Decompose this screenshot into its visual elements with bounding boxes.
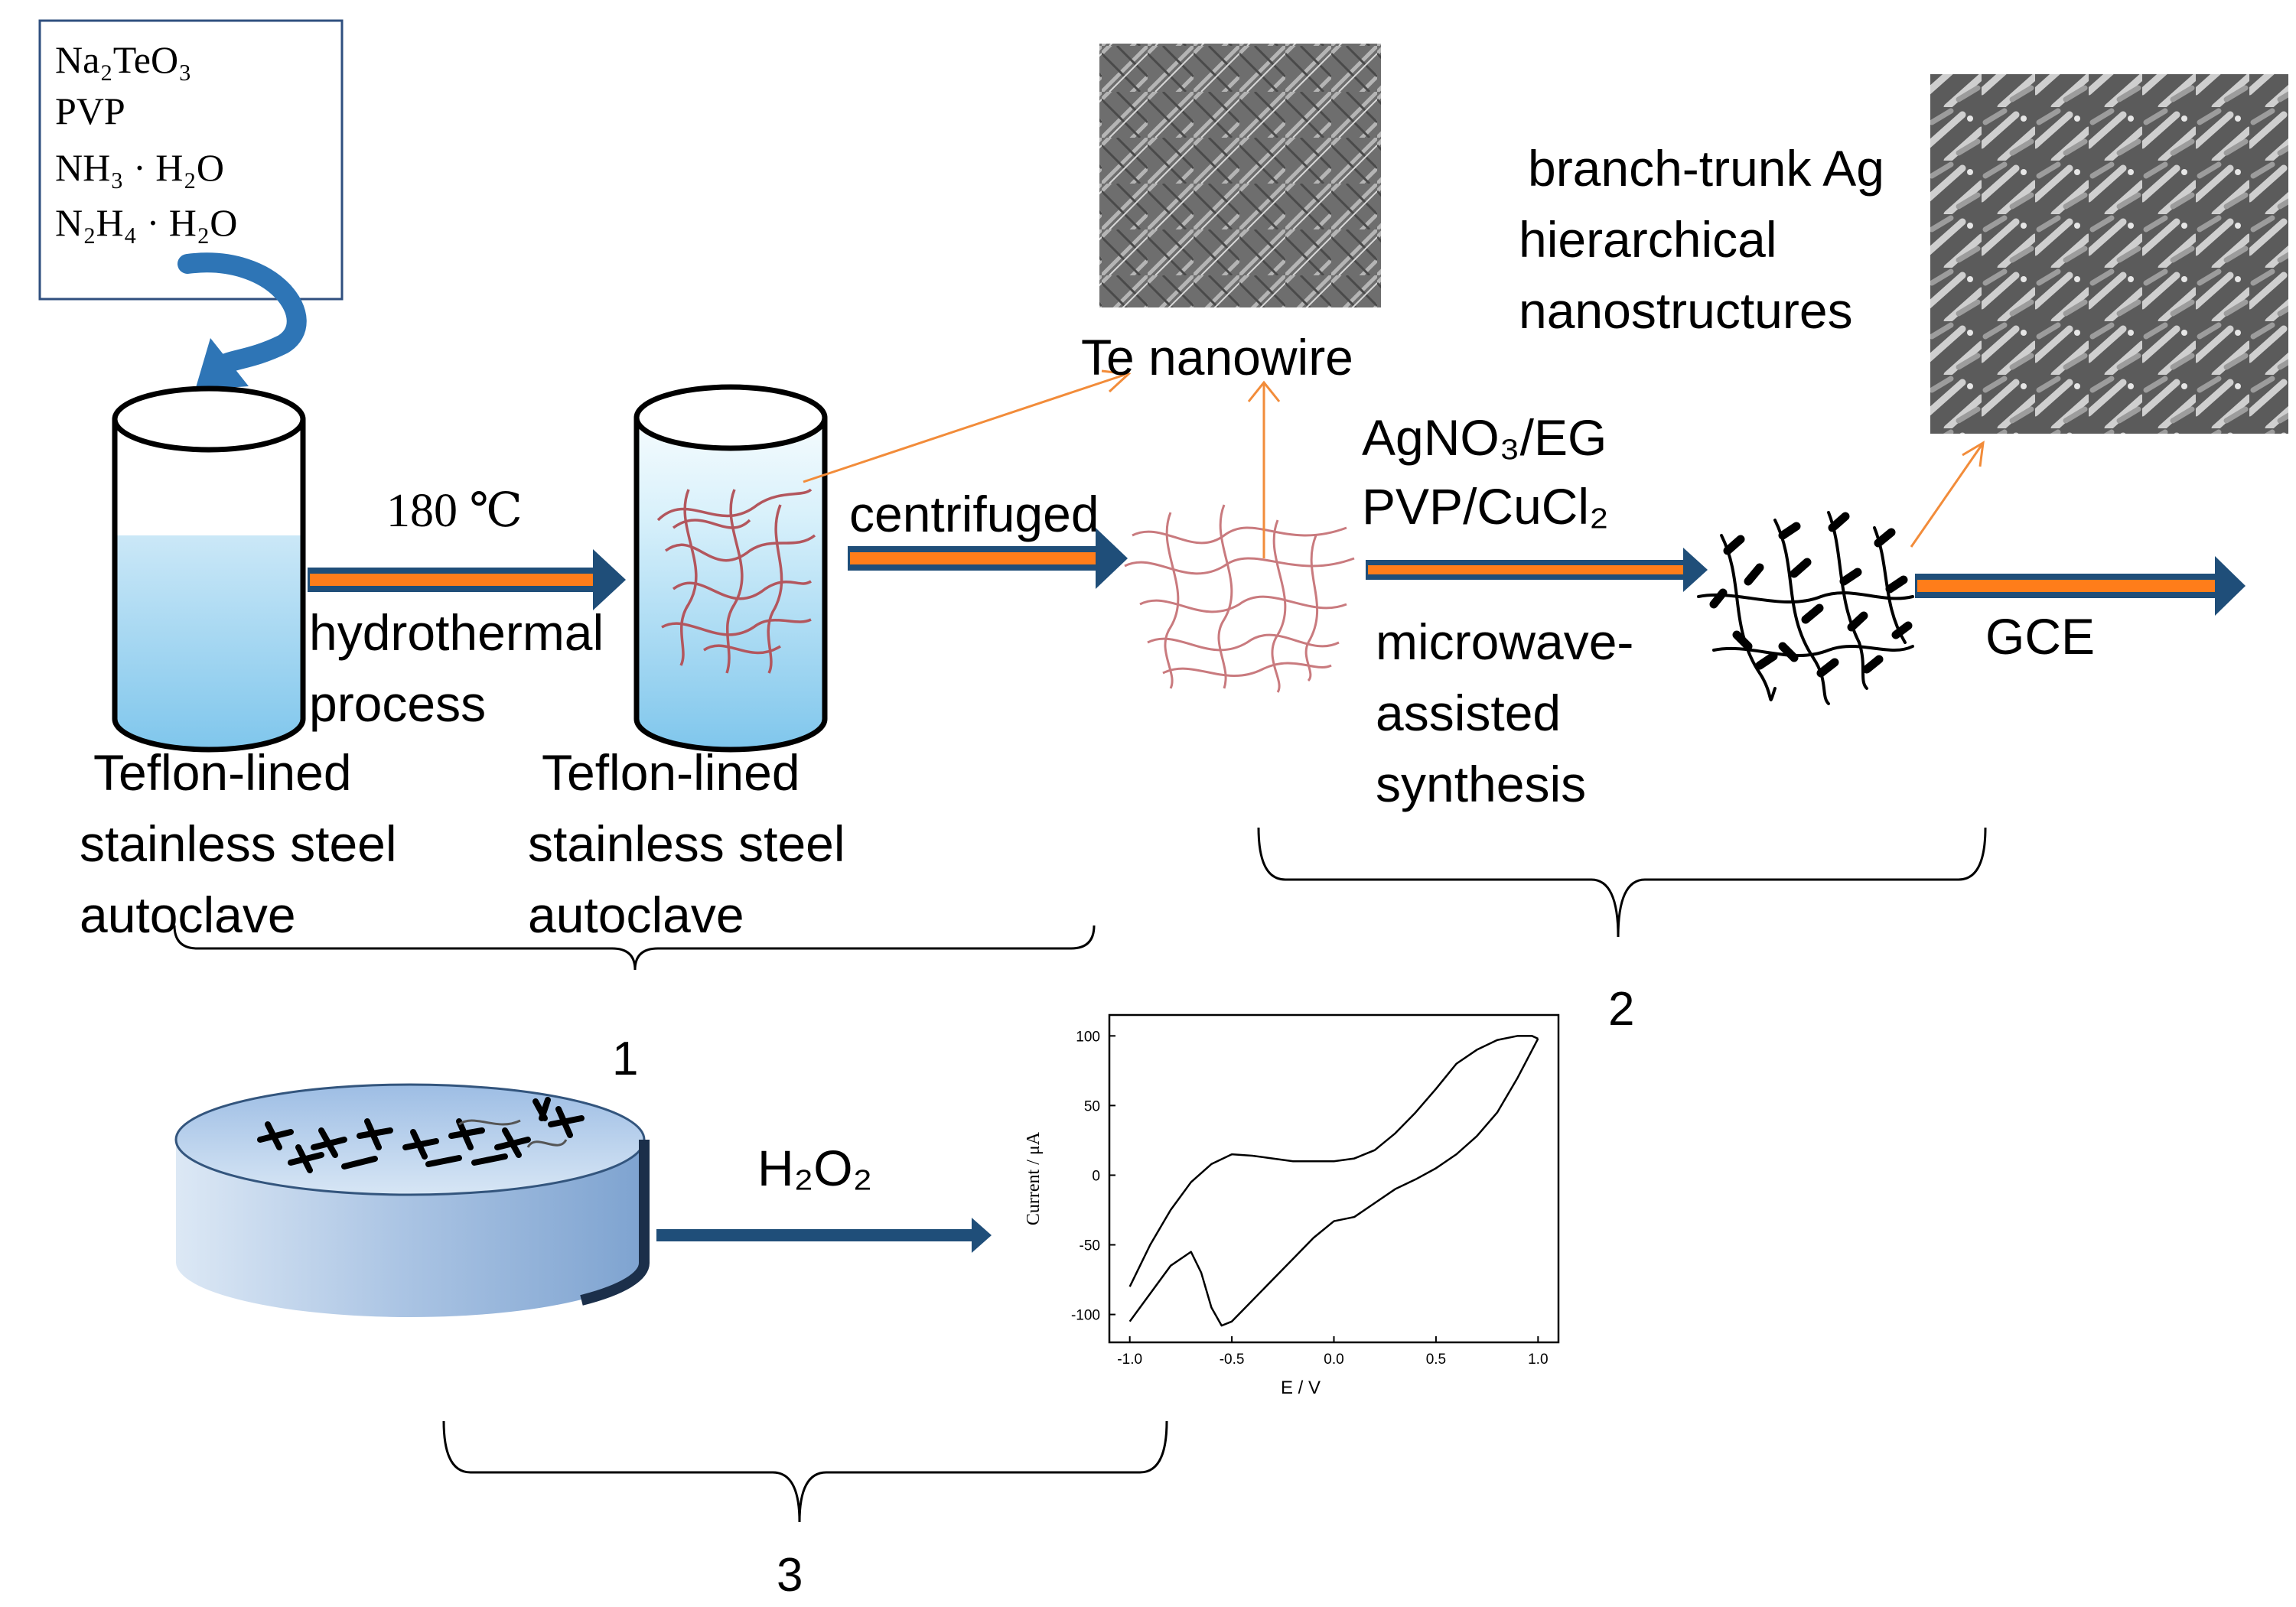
y-tick-label: 50 [1084, 1098, 1100, 1114]
h2o2-label: H₂O₂ [757, 1140, 872, 1196]
method-label-1: microwave- [1376, 613, 1633, 670]
product-label-3: nanostructures [1519, 282, 1853, 339]
cv-chart: -1.0 -0.5 0.0 0.5 1.0 -100 -50 0 50 100 Current /… [1024, 1013, 1560, 1398]
arrow-centrifuged [848, 528, 1128, 589]
arrow-h2o2 [656, 1218, 992, 1253]
gce-label: GCE [1985, 608, 2095, 665]
reagent-hydrazine: N₂H₄ · H₂O [55, 201, 237, 244]
brace-step-2 [1257, 827, 1987, 938]
product-label-1: branch-trunk Ag [1528, 140, 1884, 197]
arrow-hydrothermal [308, 549, 626, 610]
reagent-pvp: PVP [55, 89, 125, 132]
leader-to-ag-sem [1910, 441, 1985, 548]
x-tick-label: -1.0 [1117, 1352, 1142, 1368]
y-tick-label: 0 [1092, 1168, 1100, 1184]
x-tick-label: 1.0 [1528, 1352, 1548, 1368]
x-tick-label: 0.5 [1426, 1352, 1446, 1368]
step-number-2: 2 [1608, 983, 1634, 1036]
ag-branches-on-electrode [257, 1097, 585, 1173]
autoclave-b [633, 384, 828, 753]
autoclave-b-label-2: stainless steel [528, 815, 845, 872]
x-tick-label: -0.5 [1220, 1352, 1245, 1368]
ag-sem-image [1930, 74, 2288, 434]
autoclave-a-label-1: Teflon-lined [93, 744, 352, 801]
temperature-label: 180 ℃ [386, 485, 523, 537]
reagent-ammonia: NH₃ · H₂O [55, 146, 224, 189]
x-axis-label: E / V [1281, 1378, 1321, 1398]
step-number-1: 1 [612, 1033, 638, 1085]
autoclave-a [112, 385, 306, 753]
cv-sweep-reverse [1128, 1038, 1539, 1327]
te-nanowires-in-solution [656, 488, 816, 674]
autoclave-a-label-3: autoclave [80, 886, 296, 943]
process-label-2: process [309, 675, 486, 732]
chart-frame [1108, 1013, 1560, 1344]
reagent-box: Na₂TeO₃ PVP NH₃ · H₂O N₂H₄ · H₂O [38, 19, 344, 301]
y-tick-label: -100 [1071, 1308, 1100, 1324]
reagent-agno3-eg: AgNO₃/EG [1362, 409, 1607, 466]
process-label-1: hydrothermal [309, 604, 604, 661]
te-nanowire-cluster [1124, 504, 1355, 693]
ag-branch-cluster [1697, 511, 1914, 705]
method-label-2: assisted [1376, 685, 1561, 741]
reagent-pvp-cucl2: PVP/CuCl₂ [1362, 478, 1609, 535]
autoclave-b-label-3: autoclave [528, 886, 744, 943]
electrode-dish [174, 1083, 650, 1317]
method-label-3: synthesis [1376, 756, 1586, 812]
product-label-2: hierarchical [1519, 211, 1777, 268]
autoclave-a-label-2: stainless steel [80, 815, 397, 872]
te-nanowire-label: Te nanowire [1081, 329, 1353, 385]
x-tick-label: 0.0 [1324, 1352, 1343, 1368]
centrifuged-label: centrifuged [849, 486, 1099, 542]
autoclave-b-label-1: Teflon-lined [542, 744, 800, 801]
arrow-microwave [1366, 548, 1708, 592]
step-number-3: 3 [777, 1549, 803, 1602]
brace-step-3 [442, 1420, 1168, 1523]
curly-arrow [177, 252, 307, 390]
brace-step-1 [173, 925, 1096, 971]
arrow-gce [1915, 556, 2246, 616]
cv-sweep-forward [1128, 1035, 1539, 1287]
te-nanowire-sem-image [1099, 44, 1381, 307]
reagent-na2teo3: Na₂TeO₃ [55, 38, 192, 81]
leader-up-te-nanowire [1247, 380, 1281, 558]
leader-to-te-nanowire [803, 369, 1132, 483]
y-axis-label: Current / μA [1024, 1131, 1044, 1225]
y-tick-label: -50 [1080, 1238, 1100, 1254]
y-tick-label: 100 [1076, 1029, 1100, 1045]
